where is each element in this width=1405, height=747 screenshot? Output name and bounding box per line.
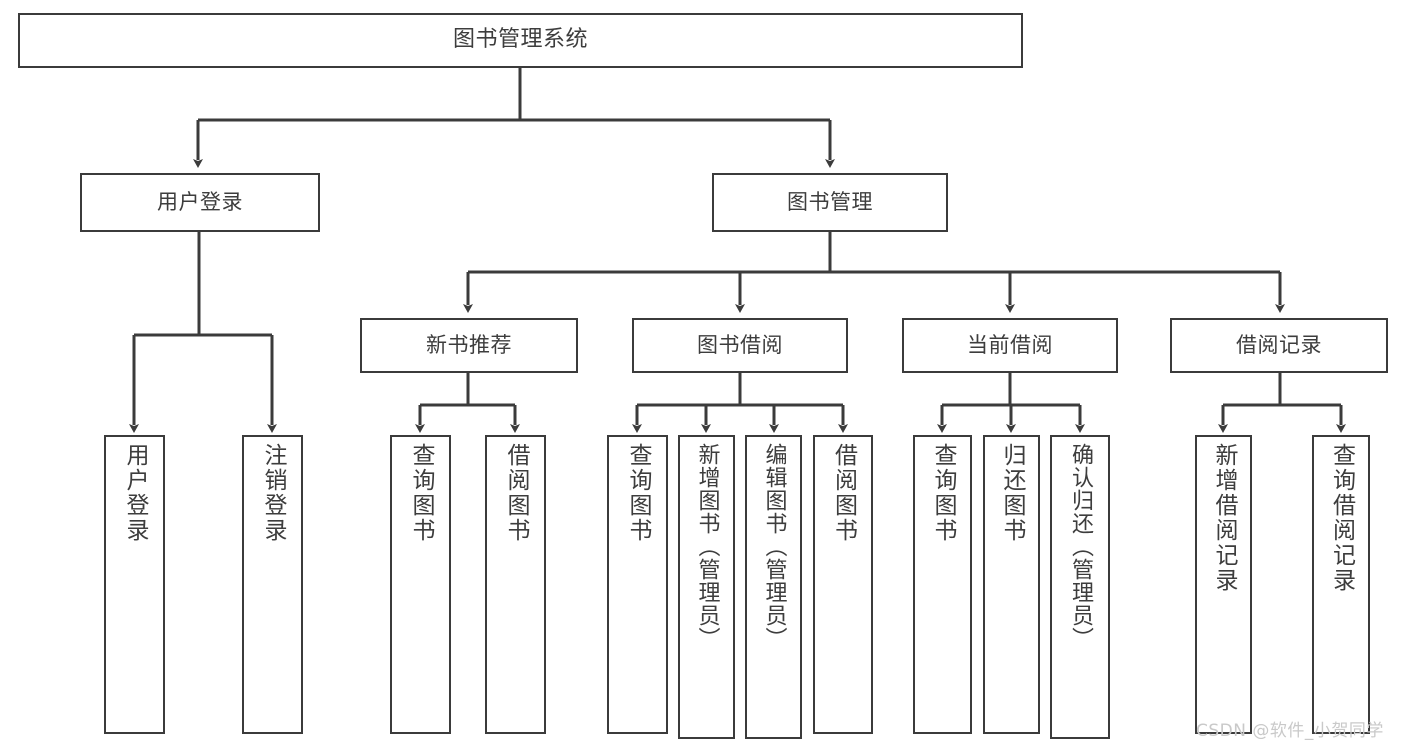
node-borrow-record[interactable]: 借阅记录 (1170, 318, 1388, 373)
leaf-book-borrow-edit-book-admin[interactable]: 编辑图书（管理员） (745, 435, 802, 739)
node-label: 图书借阅 (697, 332, 783, 357)
leaf-new-book-query-book[interactable]: 查询图书 (390, 435, 451, 734)
leaf-current-borrow-query-book[interactable]: 查询图书 (913, 435, 972, 734)
node-label: 查询图书 (625, 443, 651, 543)
node-label: 确认归还（管理员） (1068, 443, 1093, 650)
node-label: 查询图书 (930, 443, 956, 543)
node-label: 用户登录 (122, 443, 148, 543)
csdn-watermark: CSDN @软件_小贺同学 (1196, 721, 1384, 741)
node-label: 新增图书（管理员） (694, 443, 720, 650)
leaf-borrow-record-query-record[interactable]: 查询借阅记录 (1312, 435, 1370, 734)
node-label: 借阅图书 (503, 443, 529, 543)
node-label: 图书管理 (787, 189, 873, 214)
leaf-current-borrow-return-book[interactable]: 归还图书 (983, 435, 1040, 734)
node-label: 新增借阅记录 (1211, 443, 1237, 593)
node-label: 用户登录 (157, 189, 243, 214)
node-current-borrow[interactable]: 当前借阅 (902, 318, 1118, 373)
node-label: 借阅记录 (1236, 332, 1322, 357)
node-label: 归还图书 (999, 443, 1025, 543)
node-label: 当前借阅 (967, 332, 1053, 357)
node-user-login[interactable]: 用户登录 (80, 173, 320, 232)
leaf-user-login-login[interactable]: 用户登录 (104, 435, 165, 734)
leaf-user-login-logout[interactable]: 注销登录 (242, 435, 303, 734)
node-book-management[interactable]: 图书管理 (712, 173, 948, 232)
leaf-current-borrow-confirm-return-admin[interactable]: 确认归还（管理员） (1050, 435, 1110, 739)
node-book-borrow[interactable]: 图书借阅 (632, 318, 848, 373)
leaf-new-book-borrow-book[interactable]: 借阅图书 (485, 435, 546, 734)
node-label: 注销登录 (260, 443, 286, 543)
node-new-book-recommend[interactable]: 新书推荐 (360, 318, 578, 373)
node-label: 新书推荐 (426, 332, 512, 357)
node-root-book-management-system[interactable]: 图书管理系统 (18, 13, 1023, 68)
leaf-borrow-record-add-record[interactable]: 新增借阅记录 (1195, 435, 1252, 734)
node-label: 查询借阅记录 (1328, 443, 1355, 593)
node-label: 借阅图书 (830, 443, 857, 543)
leaf-book-borrow-add-book-admin[interactable]: 新增图书（管理员） (678, 435, 735, 739)
node-label: 图书管理系统 (452, 27, 588, 53)
leaf-book-borrow-borrow-book[interactable]: 借阅图书 (813, 435, 873, 734)
node-label: 查询图书 (408, 443, 434, 543)
leaf-book-borrow-query-book[interactable]: 查询图书 (607, 435, 668, 734)
node-label: 编辑图书（管理员） (761, 443, 787, 650)
